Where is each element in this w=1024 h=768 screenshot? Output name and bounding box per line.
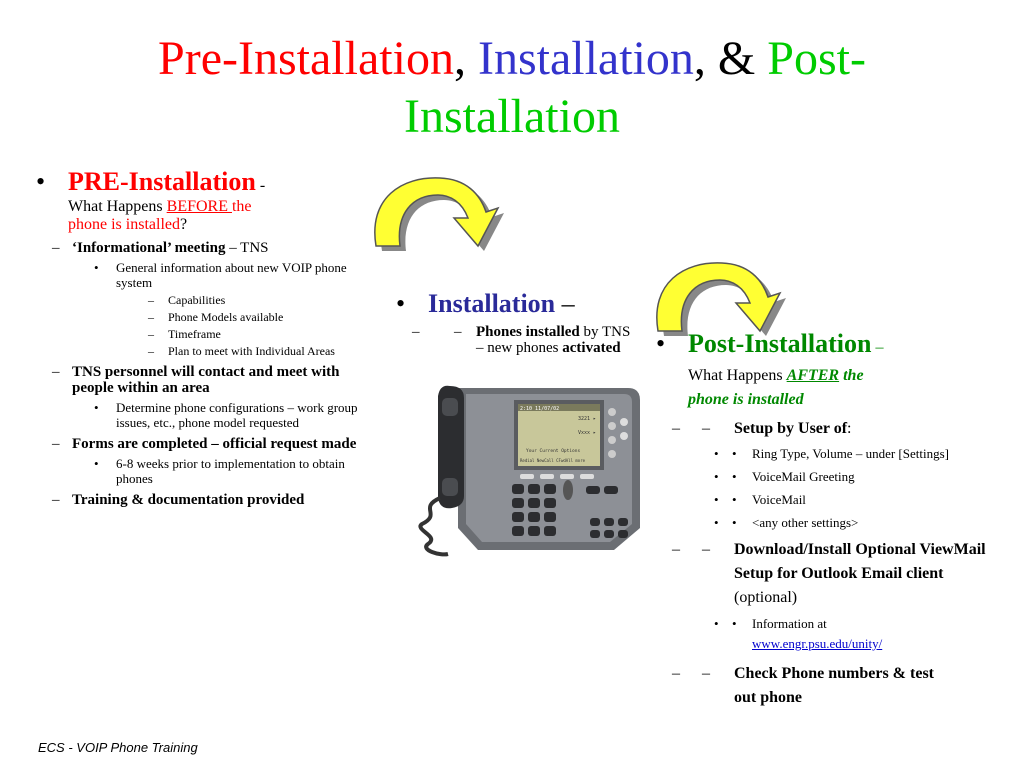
post-download-bold: Download/Install Optional ViewMail Setup… [734, 541, 986, 582]
post-installation-section: Post-Installation – What Happens AFTER t… [648, 330, 988, 710]
pre-forms-weeks: 6-8 weeks prior to implementation to obt… [28, 456, 368, 486]
post-setup-greeting-text: VoiceMail Greeting [752, 469, 855, 484]
post-setup-ring-text: Ring Type, Volume – under [Settings] [752, 446, 949, 461]
install-item-bold2: activated [562, 340, 621, 356]
post-setup-voicemail: •VoiceMail [648, 492, 988, 507]
post-info: • Information at www.engr.psu.edu/unity/ [648, 614, 988, 654]
pre-item-forms: Forms are completed – official request m… [28, 436, 368, 452]
install-heading-bullet: Installation – [388, 289, 638, 319]
pre-heading-bullet: PRE-Installation - What Happens BEFORE t… [28, 168, 368, 234]
slide-footer: ECS - VOIP Phone Training [38, 740, 198, 755]
pre-meeting-general-text: General information about new VOIP phone… [116, 260, 347, 290]
unity-link[interactable]: www.engr.psu.edu/unity/ [752, 636, 883, 651]
pre-before: BEFORE [166, 198, 232, 215]
pre-line1: What Happens [68, 198, 167, 215]
pre-heading: PRE-Installation [68, 167, 256, 196]
pre-item-forms-label: Forms are completed – official request m… [72, 436, 357, 452]
installation-section: Installation – – Phones installed by TNS… [388, 289, 638, 357]
title-post-line2: Installation [404, 90, 620, 143]
plan-text: Plan to meet with Individual Areas [168, 344, 335, 358]
post-heading: Post-Installation [688, 329, 872, 358]
pre-item-meeting-label: ‘Informational’ meeting [72, 240, 226, 256]
pre-item-contact: TNS personnel will contact and meet with… [28, 364, 368, 396]
post-line2: phone is installed [688, 391, 804, 408]
post-setup-ring: •Ring Type, Volume – under [Settings] [648, 446, 988, 461]
phone-screen-line1: 3221 ▸ [578, 416, 596, 422]
phone-screen-status: 2:10 11/07/02 [520, 406, 559, 412]
pre-sub-capabilities: Capabilities [28, 293, 368, 307]
capabilities-text: Capabilities [168, 293, 226, 307]
timeframe-text: Timeframe [168, 327, 221, 341]
post-setup-colon: : [847, 420, 852, 437]
curved-arrow-icon [656, 262, 786, 336]
post-setup-other: •<any other settings> [648, 515, 988, 530]
phone-screen-msg: Your Current Options [526, 448, 580, 454]
pre-item-meeting-rest: – TNS [225, 240, 269, 256]
title-install: Installation [477, 32, 694, 85]
post-heading-bullet: Post-Installation – What Happens AFTER t… [648, 330, 988, 412]
install-dash: – [555, 289, 575, 318]
pre-q: ? [179, 216, 188, 233]
post-after: AFTER [786, 367, 840, 384]
models-text: Phone Models available [168, 310, 284, 324]
pre-item-contact-label: TNS personnel will contact and meet with… [72, 364, 340, 396]
title-sep1: , [453, 32, 466, 85]
pre-item-training: Training & documentation provided [28, 492, 368, 508]
pre-item-meeting: ‘Informational’ meeting – TNS [28, 240, 368, 256]
post-setup: – Setup by User of: [648, 420, 988, 438]
pre-sub-plan: Plan to meet with Individual Areas [28, 344, 368, 358]
pre-the: the [231, 198, 252, 215]
title-post: Post- [767, 32, 866, 85]
pre-sub-timeframe: Timeframe [28, 327, 368, 341]
curved-arrow-icon [374, 177, 504, 251]
post-setup-voicemail-text: VoiceMail [752, 492, 806, 507]
ip-phone-image: 2:10 11/07/02 3221 ▸ Vxxx ▸ Your Current… [418, 385, 640, 557]
phone-screen-softkeys: Redial NewCall CFwdAll more [520, 458, 586, 463]
pre-dash: - [255, 177, 266, 194]
slide-title: Pre-Installation, Installation, & Post- … [0, 30, 1024, 146]
pre-item-training-label: Training & documentation provided [72, 492, 305, 508]
post-check-bold: Check Phone numbers & test out phone [734, 665, 934, 706]
post-the: the [839, 367, 864, 384]
post-setup-greeting: •VoiceMail Greeting [648, 469, 988, 484]
post-dash: – [871, 339, 884, 356]
pre-installation-section: PRE-Installation - What Happens BEFORE t… [28, 168, 368, 509]
pre-sub-models: Phone Models available [28, 310, 368, 324]
title-sep2: , & [693, 32, 756, 85]
post-setup-bold: Setup by User of [734, 420, 848, 437]
pre-line2: phone is installed [68, 216, 180, 233]
post-check: – Check Phone numbers & test out phone [648, 662, 954, 710]
pre-contact-determine: Determine phone configurations – work gr… [28, 400, 368, 430]
pre-meeting-general: General information about new VOIP phone… [28, 260, 368, 290]
post-info-text: Information at [752, 616, 827, 631]
title-pre: Pre-Installation [158, 32, 454, 85]
post-download: – Download/Install Optional ViewMail Set… [648, 538, 988, 610]
post-download-rest: (optional) [734, 589, 798, 606]
post-line1: What Happens [688, 367, 787, 384]
pre-contact-determine-text: Determine phone configurations – work gr… [116, 400, 358, 430]
phone-screen-line2: Vxxx ▸ [578, 430, 596, 436]
pre-forms-weeks-text: 6-8 weeks prior to implementation to obt… [116, 456, 345, 486]
post-setup-other-text: <any other settings> [752, 515, 859, 530]
install-item-rest: by TNS – new phones [476, 324, 631, 356]
install-item-bold: Phones installed [476, 324, 580, 340]
install-heading: Installation [428, 289, 556, 318]
install-item: – Phones installed by TNS – new phones a… [388, 324, 638, 356]
